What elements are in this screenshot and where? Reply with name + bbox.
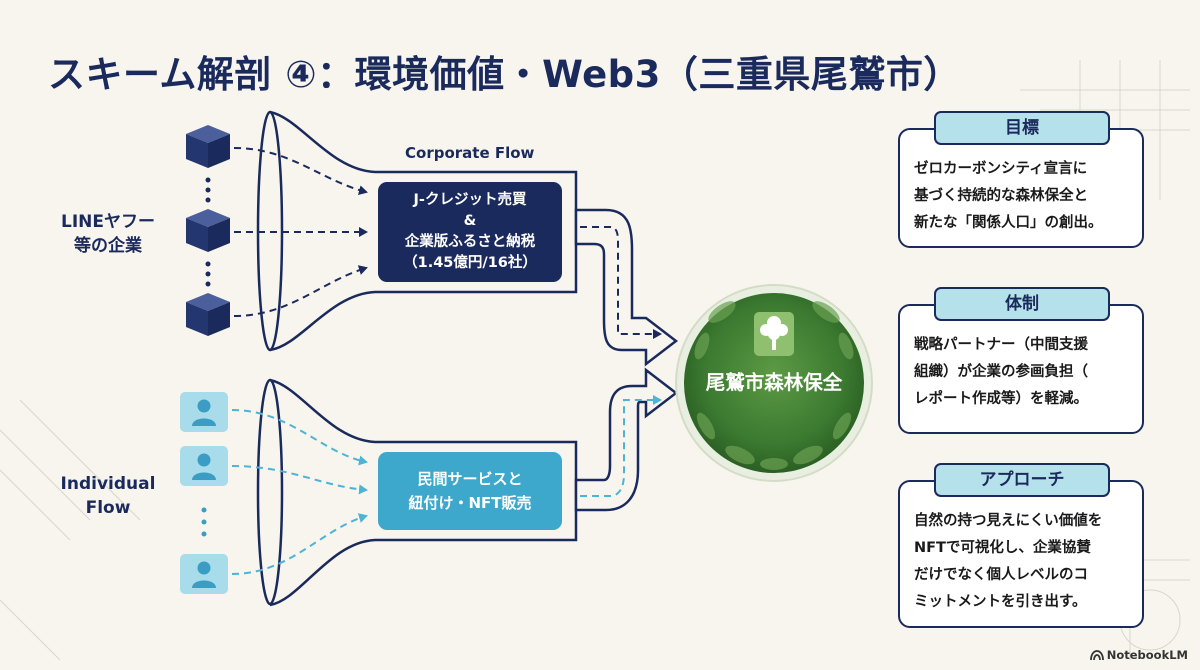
structure-card-body: 戦略パートナー（中間支援 組織）が企業の参画負担（ レポート作成等）を軽減。 <box>914 332 1132 413</box>
approach-card-heading: アプローチ <box>934 463 1110 497</box>
individual-flow-label: Individual Flow <box>52 472 164 520</box>
corporate-actors-label-line2: 等の企業 <box>74 236 142 256</box>
structure-card-line: 組織）が企業の参画負担（ <box>914 364 1088 380</box>
individual-ellipsis-dots <box>201 507 207 537</box>
goal-card-line: ゼロカーボンシティ宣言に <box>914 161 1088 177</box>
goal-card-heading: 目標 <box>934 111 1110 145</box>
goal-card-line: 基づく持続的な森林保全と <box>914 188 1088 204</box>
tree-icon <box>754 312 794 356</box>
notebooklm-logo-icon <box>1089 649 1104 660</box>
corporate-actors-label: LINEヤフー 等の企業 <box>56 210 160 258</box>
corporate-box-line: & <box>463 213 477 229</box>
person-icon-1 <box>180 392 228 432</box>
corporate-box-line: （1.45億円/16社） <box>403 255 537 271</box>
corporate-dashed-arrows <box>233 147 368 317</box>
approach-card: アプローチ 自然の持つ見えにくい価値を NFTで可視化し、企業協賛 だけでなく個… <box>898 463 1144 628</box>
corporate-cube-1 <box>186 125 230 168</box>
individual-flow-label-line1: Individual <box>60 474 156 494</box>
structure-card-line: レポート作成等）を軽減。 <box>914 391 1088 407</box>
structure-card: 体制 戦略パートナー（中間支援 組織）が企業の参画負担（ レポート作成等）を軽減… <box>898 287 1144 434</box>
corporate-ellipsis-dots <box>205 177 211 287</box>
corporate-cube-3 <box>186 293 230 336</box>
structure-card-line: 戦略パートナー（中間支援 <box>914 337 1088 353</box>
approach-card-line: 自然の持つ見えにくい価値を <box>914 513 1103 529</box>
goal-card-body: ゼロカーボンシティ宣言に 基づく持続的な森林保全と 新たな「関係人口」の創出。 <box>914 156 1132 237</box>
corporate-box-line: 企業版ふるさと納税 <box>404 234 536 250</box>
corporate-flow-box <box>378 182 562 282</box>
brand-text: NotebookLM <box>1106 648 1188 662</box>
page-title: スキーム解剖 ④：環境価値・Web3（三重県尾鷲市） <box>48 53 961 96</box>
forest-conservation-label: 尾鷲市森林保全 <box>705 371 843 394</box>
structure-card-heading: 体制 <box>934 287 1110 321</box>
approach-card-line: だけでなく個人レベルのコ <box>914 567 1088 583</box>
notebooklm-brand: NotebookLM <box>1089 648 1188 662</box>
approach-card-line: ミットメントを引き出す。 <box>914 594 1087 610</box>
corporate-cube-2 <box>186 209 230 252</box>
individual-pipe-arrow <box>574 367 679 512</box>
goal-card: 目標 ゼロカーボンシティ宣言に 基づく持続的な森林保全と 新たな「関係人口」の創… <box>898 111 1144 248</box>
corporate-box-line: J-クレジット売買 <box>413 192 527 208</box>
approach-card-body: 自然の持つ見えにくい価値を NFTで可視化し、企業協賛 だけでなく個人レベルのコ… <box>914 508 1132 616</box>
person-icon-2 <box>180 446 228 486</box>
individual-dashed-arrows <box>231 409 368 575</box>
corporate-flow-title: Corporate Flow <box>405 144 535 162</box>
corporate-flow-box-text: J-クレジット売買 & 企業版ふるさと納税 （1.45億円/16社） <box>378 182 562 282</box>
individual-flow-box <box>378 452 562 530</box>
person-icon-3 <box>180 554 228 594</box>
individual-box-line: 紐付け・NFT販売 <box>408 494 532 512</box>
corporate-pipe-arrow <box>574 208 679 367</box>
goal-card-line: 新たな「関係人口」の創出。 <box>914 215 1103 231</box>
leaf-decoration <box>694 301 854 470</box>
corporate-actors-label-line1: LINEヤフー <box>61 212 155 232</box>
individual-box-line: 民間サービスと <box>417 470 523 488</box>
individual-flow-box-text: 民間サービスと 紐付け・NFT販売 <box>378 452 562 530</box>
approach-card-line: NFTで可視化し、企業協賛 <box>914 540 1091 556</box>
individual-flow-label-line2: Flow <box>85 498 131 518</box>
forest-conservation-circle <box>675 284 873 482</box>
